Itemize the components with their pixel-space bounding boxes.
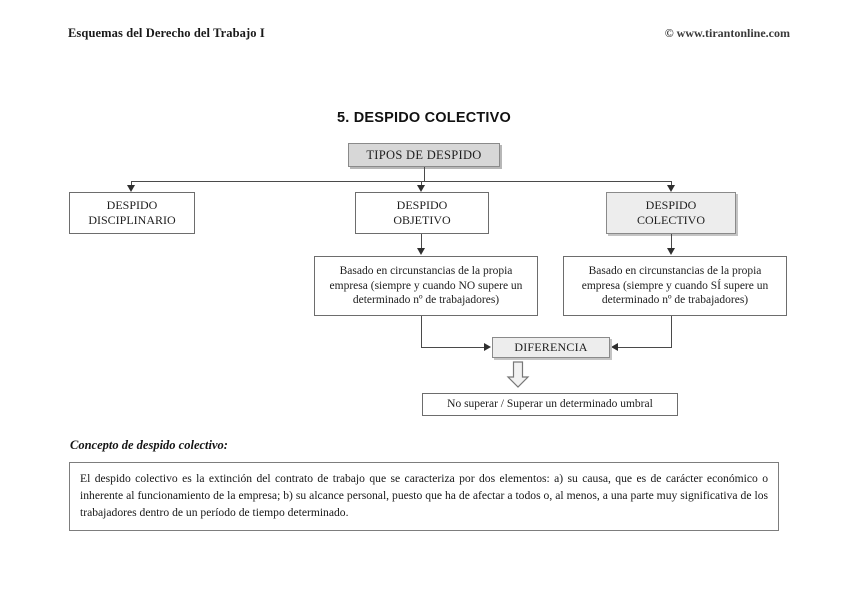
page-header: Esquemas del Derecho del Trabajo I © www… [68,26,790,46]
connector-desc-objetivo-down [421,316,422,347]
connector-distribution-bar [131,181,672,182]
connector-drop-center [421,181,422,186]
arrow-right-icon-diferencia [484,343,491,351]
arrow-down-icon-objetivo-desc [417,248,425,255]
node-descripcion-objetivo: Basado en circunstancias de la propia em… [314,256,538,316]
connector-objetivo-to-desc [421,234,422,248]
node-descripcion-colectivo: Basado en circunstancias de la propia em… [563,256,787,316]
node-tipos-de-despido: TIPOS DE DESPIDO [348,143,500,167]
arrow-down-icon-right [667,185,675,192]
header-copyright-right: © www.tirantonline.com [664,26,790,40]
arrow-down-icon-center [417,185,425,192]
connector-desc-colectivo-down [671,316,672,347]
node-despido-colectivo: DESPIDO COLECTIVO [606,192,736,234]
node-despido-objetivo: DESPIDO OBJETIVO [355,192,489,234]
header-title-left: Esquemas del Derecho del Trabajo I [68,26,265,40]
connector-drop-left [131,181,132,186]
block-arrow-down-icon [504,361,532,389]
connector-desc-objetivo-across [421,347,485,348]
arrow-left-icon-diferencia [611,343,618,351]
page-title: 5. DESPIDO COLECTIVO [337,110,511,126]
connector-root-stem [424,167,425,181]
arrow-down-icon-colectivo-desc [667,248,675,255]
node-despido-disciplinario: DESPIDO DISCIPLINARIO [69,192,195,234]
node-label: DESPIDO DISCIPLINARIO [88,197,176,227]
node-label: DESPIDO OBJETIVO [393,197,451,227]
node-diferencia: DIFERENCIA [492,337,610,358]
connector-desc-colectivo-across [617,347,672,348]
arrow-down-icon-left [127,185,135,192]
node-label: DESPIDO COLECTIVO [637,197,705,227]
node-umbral: No superar / Superar un determinado umbr… [422,393,678,416]
concept-heading: Concepto de despido colectivo: [70,438,228,452]
connector-colectivo-to-desc [671,234,672,248]
connector-drop-right [671,181,672,186]
concept-text-box: El despido colectivo es la extinción del… [69,462,779,532]
